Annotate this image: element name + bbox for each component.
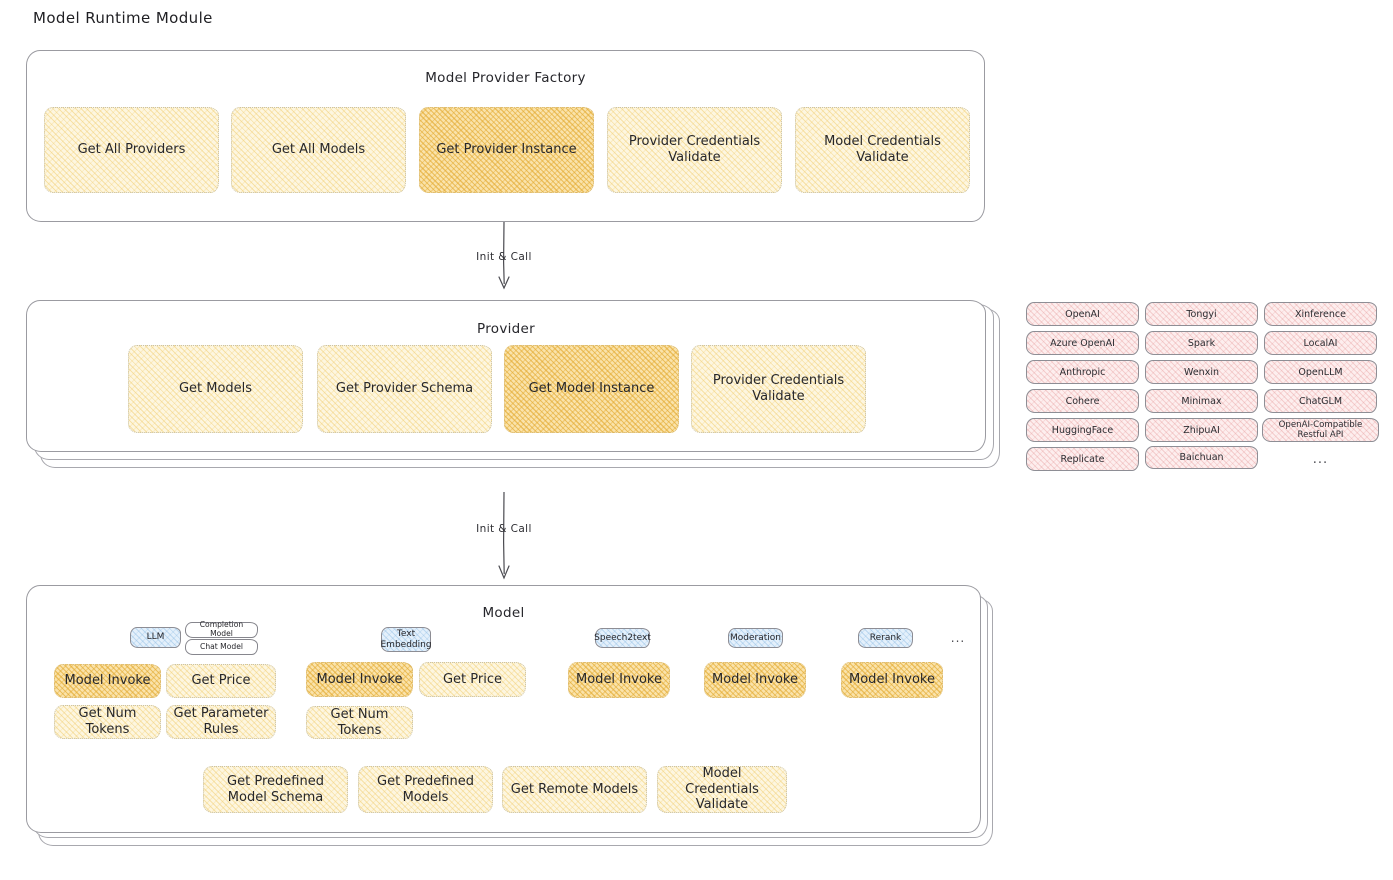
provider-pill-baichuan[interactable]: Baichuan — [1145, 446, 1258, 469]
factory-method-model-credentials-validate[interactable]: Model Credentials Validate — [795, 107, 970, 193]
model-llm-method-get-price[interactable]: Get Price — [166, 664, 276, 698]
arrow-factory-to-provider — [480, 221, 528, 294]
factory-method-get-all-models[interactable]: Get All Models — [231, 107, 406, 193]
provider-pill-zhipuai[interactable]: ZhipuAI — [1145, 418, 1258, 442]
arrow-label-init-and-call-2: Init & Call — [476, 523, 532, 535]
model-subbadge-chat-model[interactable]: Chat Model — [185, 639, 258, 655]
model-type-badge-speech2text[interactable]: Speech2text — [594, 628, 651, 648]
provider-pill-chatglm[interactable]: ChatGLM — [1264, 389, 1377, 413]
model-llm-method-get-parameter-rules[interactable]: Get Parameter Rules — [166, 705, 276, 739]
provider-pill-openai-compatible-restful-api[interactable]: OpenAI-Compatible Restful API — [1262, 418, 1379, 442]
page-title: Model Runtime Module — [33, 9, 213, 27]
model-rerank-method-model-invoke[interactable]: Model Invoke — [841, 662, 943, 698]
provider-pill-localai[interactable]: LocalAI — [1264, 331, 1377, 355]
provider-pill-cohere[interactable]: Cohere — [1026, 389, 1139, 413]
model-llm-method-get-num-tokens[interactable]: Get Num Tokens — [54, 705, 161, 739]
model-common-method-get-predefined-models[interactable]: Get Predefined Models — [358, 766, 493, 813]
model-moderation-method-model-invoke[interactable]: Model Invoke — [704, 662, 806, 698]
provider-method-get-provider-schema[interactable]: Get Provider Schema — [317, 345, 492, 433]
provider-pill-tongyi[interactable]: Tongyi — [1145, 302, 1258, 326]
provider-pill-spark[interactable]: Spark — [1145, 331, 1258, 355]
provider-pill-azure-openai[interactable]: Azure OpenAI — [1026, 331, 1139, 355]
model-subbadge-completion-model[interactable]: Completion Model — [185, 620, 258, 638]
factory-title: Model Provider Factory — [425, 70, 586, 86]
model-text-embedding-method-model-invoke[interactable]: Model Invoke — [306, 662, 413, 697]
model-title: Model — [482, 605, 525, 621]
model-type-badge-moderation[interactable]: Moderation — [728, 628, 783, 648]
provider-method-get-model-instance[interactable]: Get Model Instance — [504, 345, 679, 433]
model-common-method-model-credentials-validate[interactable]: Model Credentials Validate — [657, 766, 787, 813]
model-speech2text-method-model-invoke[interactable]: Model Invoke — [568, 662, 670, 698]
model-type-badge-llm[interactable]: LLM — [130, 627, 181, 648]
provider-method-provider-credentials-validate[interactable]: Provider Credentials Validate — [691, 345, 866, 433]
model-type-badge-text-embedding[interactable]: Text Embedding — [380, 627, 432, 652]
provider-method-get-models[interactable]: Get Models — [128, 345, 303, 433]
provider-pill-replicate[interactable]: Replicate — [1026, 447, 1139, 471]
arrow-provider-to-model — [480, 491, 528, 584]
model-text-embedding-method-get-num-tokens[interactable]: Get Num Tokens — [306, 706, 413, 739]
provider-pill-openllm[interactable]: OpenLLM — [1264, 360, 1377, 384]
provider-title: Provider — [477, 321, 535, 337]
model-llm-method-model-invoke[interactable]: Model Invoke — [54, 664, 161, 698]
provider-pill-minimax[interactable]: Minimax — [1145, 389, 1258, 413]
arrow-label-init-and-call-1: Init & Call — [476, 251, 532, 263]
provider-pill-openai[interactable]: OpenAI — [1026, 302, 1139, 326]
provider-pill-huggingface[interactable]: HuggingFace — [1026, 418, 1139, 442]
model-common-method-get-predefined-model-schema[interactable]: Get Predefined Model Schema — [203, 766, 348, 813]
factory-method-get-all-providers[interactable]: Get All Providers — [44, 107, 219, 193]
model-common-method-get-remote-models[interactable]: Get Remote Models — [502, 766, 647, 813]
provider-pill-xinference[interactable]: Xinference — [1264, 302, 1377, 326]
provider-pill-wenxin[interactable]: Wenxin — [1145, 360, 1258, 384]
factory-method-provider-credentials-validate[interactable]: Provider Credentials Validate — [607, 107, 782, 193]
model-types-more: ... — [950, 631, 966, 645]
provider-list-more: ... — [1312, 452, 1329, 467]
provider-pill-anthropic[interactable]: Anthropic — [1026, 360, 1139, 384]
factory-method-get-provider-instance[interactable]: Get Provider Instance — [419, 107, 594, 193]
model-text-embedding-method-get-price[interactable]: Get Price — [419, 662, 526, 697]
model-type-badge-rerank[interactable]: Rerank — [858, 628, 913, 648]
